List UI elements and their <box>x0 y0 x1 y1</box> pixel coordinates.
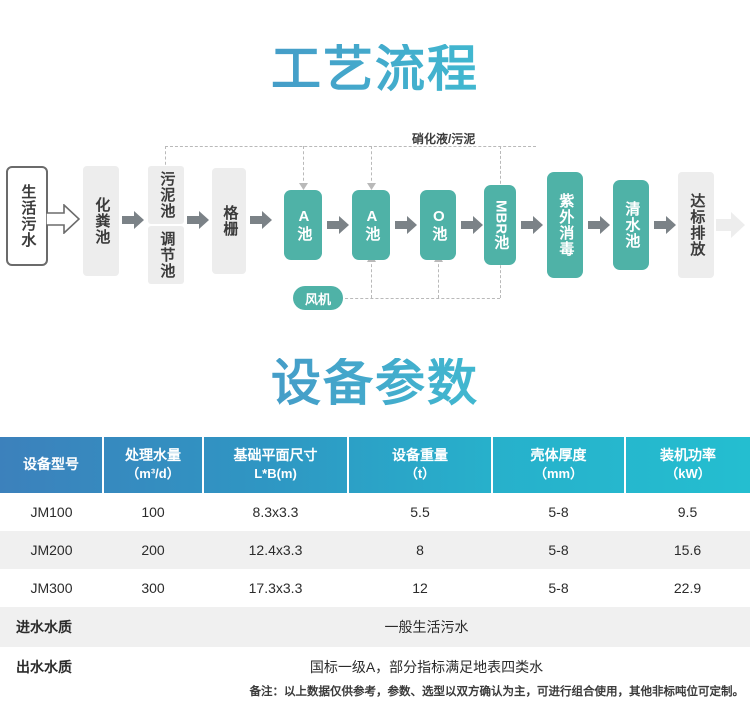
flow-node-clear-water-pool[interactable]: 清水池 <box>613 180 649 270</box>
cell-weight: 5.5 <box>410 504 430 521</box>
flow-node-blower[interactable]: 风机 <box>293 286 343 310</box>
arrow-septic-to-sludge <box>122 211 144 229</box>
flow-node-o-pool-label: O池 <box>430 208 448 242</box>
header-line2: （m³/d） <box>126 466 180 482</box>
cell-size: 17.3x3.3 <box>248 580 303 597</box>
table-row-influent-quality: 进水水质 一般生活污水 <box>0 607 750 648</box>
cell-power: 15.6 <box>673 542 702 559</box>
header-line2: （t） <box>404 466 436 482</box>
flow-node-grille[interactable]: 格栅 <box>212 168 246 274</box>
arrow-mbr-to-uv <box>521 216 543 234</box>
blower-line-horizontal <box>340 298 500 299</box>
cell-thickness: 5-8 <box>548 580 569 597</box>
flow-node-mbr-pool[interactable]: MBR池 <box>484 185 516 265</box>
cell-thickness: 5-8 <box>548 542 569 559</box>
flow-node-clear-water-pool-label: 清水池 <box>623 201 641 249</box>
table-row-effluent-quality: 出水水质 国标一级A，部分指标满足地表四类水 <box>0 647 750 687</box>
flow-node-grille-label: 格栅 <box>221 205 239 237</box>
cell-weight: 8 <box>416 542 424 559</box>
table-header-cell-weight: 设备重量 （t） <box>348 437 493 494</box>
return-arrow-head-a1 <box>299 183 308 190</box>
table-row: JM300 300 17.3x3.3 12 5-8 22.9 <box>0 569 750 607</box>
process-flow-diagram: 硝化液/污泥 风机 生活污水 化粪池 污泥池 调节池 格栅 <box>0 128 750 328</box>
cell-thickness: 5-8 <box>548 504 569 521</box>
blower-line-up-o <box>438 259 439 298</box>
return-arrow-head-a2 <box>367 183 376 190</box>
flow-node-o-pool[interactable]: O池 <box>420 190 456 260</box>
flow-node-mbr-pool-label: MBR池 <box>492 200 510 250</box>
header-line2: （mm） <box>533 466 584 482</box>
return-line-label: 硝化液/污泥 <box>412 132 476 146</box>
arrow-uv-to-clearwater <box>588 216 610 234</box>
cell-influent-value: 一般生活污水 <box>384 619 469 636</box>
table-header-cell-thickness: 壳体厚度 （mm） <box>492 437 626 494</box>
cell-size: 8.3x3.3 <box>252 504 299 521</box>
spec-table: 设备型号 处理水量 （m³/d） 基础平面尺寸 L*B(m) 设备重量 （t） … <box>0 437 750 687</box>
flow-node-blower-label: 风机 <box>304 291 331 307</box>
flow-node-inflow[interactable]: 生活污水 <box>6 166 48 266</box>
table-row: JM100 100 8.3x3.3 5.5 5-8 9.5 <box>0 493 750 531</box>
arrow-clearwater-to-outflow <box>654 216 676 234</box>
cell-power: 9.5 <box>677 504 698 521</box>
return-line-down-to-a2 <box>371 146 372 186</box>
header-line1: 处理水量 <box>125 447 181 463</box>
page-title-process: 工艺流程 <box>0 44 750 94</box>
flow-node-compliant-discharge[interactable]: 达标排放 <box>678 172 714 278</box>
cell-flow: 300 <box>141 580 165 597</box>
flow-node-sludge-label: 污泥池 <box>158 170 176 219</box>
table-row: JM200 200 12.4x3.3 8 5-8 15.6 <box>0 531 750 570</box>
flow-node-a-pool-1[interactable]: A池 <box>284 190 322 260</box>
flow-node-compliant-discharge-label: 达标排放 <box>688 193 706 257</box>
cell-model: JM200 <box>30 542 73 559</box>
flow-node-sludge-bottom[interactable]: 调节池 <box>148 226 184 284</box>
header-line1: 基础平面尺寸 <box>233 447 318 463</box>
cell-size: 12.4x3.3 <box>248 542 303 559</box>
cell-flow: 200 <box>141 542 165 559</box>
header-line2: L*B(m) <box>254 466 297 482</box>
table-note: 备注：以上数据仅供参考，参数、选型以双方确认为主，可进行组合使用，其他非标吨位可… <box>249 686 745 698</box>
cell-effluent-label: 出水水质 <box>16 659 72 676</box>
header-line1: 装机功率 <box>660 447 716 463</box>
flow-node-a-pool-2[interactable]: A池 <box>352 190 390 260</box>
table-header-cell-flow: 处理水量 （m³/d） <box>103 437 204 494</box>
table-header-row: 设备型号 处理水量 （m³/d） 基础平面尺寸 L*B(m) 设备重量 （t） … <box>0 437 750 494</box>
arrow-sludge-to-grille <box>187 211 209 229</box>
page-title-params: 设备参数 <box>0 358 750 408</box>
arrow-inflow-to-septic <box>46 204 80 234</box>
arrow-a2-to-o <box>395 216 417 234</box>
arrow-grille-to-a1 <box>250 211 272 229</box>
cell-weight: 12 <box>412 580 428 597</box>
cell-model: JM100 <box>30 504 73 521</box>
table-header-cell-size: 基础平面尺寸 L*B(m) <box>203 437 349 494</box>
table-header-cell-power: 装机功率 （kW） <box>625 437 750 493</box>
return-line-down-to-a1 <box>303 146 304 186</box>
flow-node-a-pool-2-label: A池 <box>363 208 381 242</box>
header-line1: 设备型号 <box>23 456 79 473</box>
flow-node-regulating-label: 调节池 <box>158 231 176 280</box>
cell-effluent-value: 国标一级A，部分指标满足地表四类水 <box>309 659 544 676</box>
arrow-a1-to-a2 <box>327 216 349 234</box>
table-header-cell-model: 设备型号 <box>0 437 104 494</box>
flow-node-sludge-regulating[interactable]: 污泥池 调节池 <box>148 166 184 284</box>
flow-node-a-pool-1-label: A池 <box>295 208 313 242</box>
cell-power: 22.9 <box>673 580 702 597</box>
flow-node-sludge-top[interactable]: 污泥池 <box>148 166 184 224</box>
flow-node-septic-label: 化粪池 <box>93 197 111 245</box>
return-line-down-to-sludge <box>165 146 166 170</box>
arrow-final-discharge <box>716 212 745 238</box>
cell-flow: 100 <box>141 504 165 521</box>
flow-node-inflow-label: 生活污水 <box>19 184 37 248</box>
cell-model: JM300 <box>30 580 73 597</box>
blower-line-up-a2 <box>371 259 372 298</box>
flow-node-uv-disinfection[interactable]: 紫外消毒 <box>547 172 583 278</box>
return-line-top <box>165 146 536 147</box>
header-line2: （kW） <box>665 466 711 482</box>
flow-node-uv-disinfection-label: 紫外消毒 <box>557 193 575 257</box>
header-line1: 壳体厚度 <box>530 447 587 463</box>
flow-node-septic[interactable]: 化粪池 <box>83 166 119 276</box>
cell-influent-label: 进水水质 <box>16 619 72 636</box>
header-line1: 设备重量 <box>392 447 448 463</box>
arrow-o-to-mbr <box>461 216 483 234</box>
